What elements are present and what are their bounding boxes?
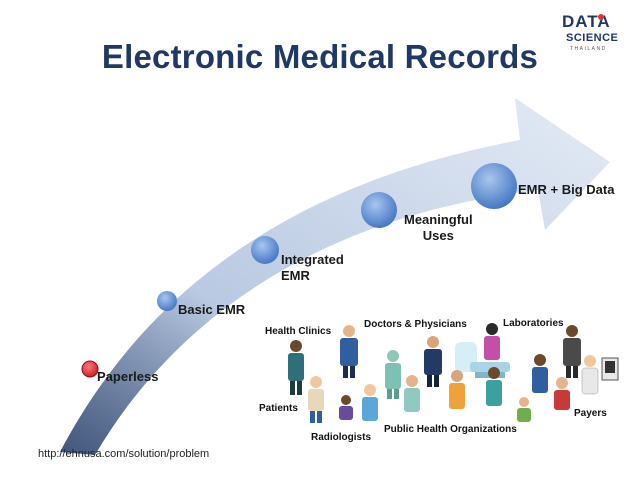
logo-text-data: DATA <box>562 12 611 31</box>
logo-dot-icon <box>598 14 604 20</box>
logo-text-thailand: THAILAND <box>570 46 607 52</box>
step-label-emr-big-data: EMR + Big Data <box>518 182 615 197</box>
step-bubble-emr-big-data <box>471 163 517 209</box>
step-bubble-basic-emr <box>157 291 177 311</box>
data-science-thailand-logo: DATA SCIENCE THAILAND <box>562 12 628 58</box>
step-bubble-meaningful-uses <box>361 192 397 228</box>
label-patients: Patients <box>259 403 298 414</box>
label-payers: Payers <box>574 408 607 419</box>
page-title: Electronic Medical Records <box>101 38 539 75</box>
step-label-meaningful-uses: Meaningful Uses <box>404 212 473 243</box>
label-doctors-physicians: Doctors & Physicians <box>364 319 467 330</box>
step-label-integrated-emr: Integrated EMR <box>281 252 344 283</box>
step-bubble-paperless <box>81 360 99 378</box>
label-laboratories: Laboratories <box>503 318 564 329</box>
label-public-health-organizations: Public Health Organizations <box>384 424 517 435</box>
step-label-paperless: Paperless <box>97 369 159 384</box>
label-radiologists: Radiologists <box>311 432 372 443</box>
source-url[interactable]: http://ehnusa.com/solution/problem <box>38 448 210 460</box>
step-label-basic-emr: Basic EMR <box>178 302 246 317</box>
label-health-clinics: Health Clinics <box>265 326 332 337</box>
logo-text-science: SCIENCE <box>566 32 619 44</box>
step-bubble-integrated-emr <box>251 236 279 264</box>
